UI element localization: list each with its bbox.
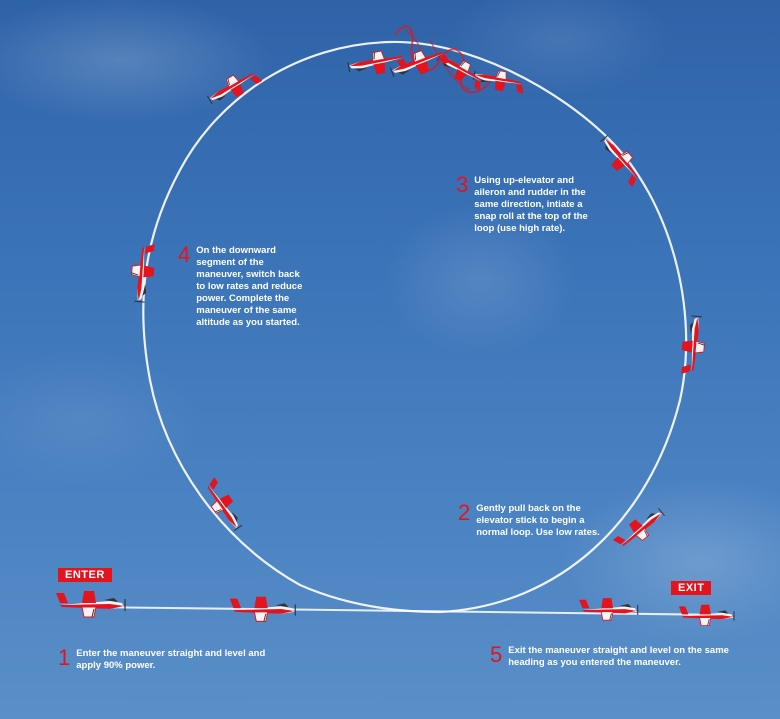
plane-icon: [229, 596, 296, 622]
plane-icon: [679, 314, 708, 377]
step-text: Using up-elevator and aileron and rudder…: [474, 175, 588, 234]
loop-trail: [142, 40, 688, 614]
plane-icon: [388, 42, 452, 84]
step-text: Gently pull back on the elevator stick t…: [476, 503, 600, 538]
step-text: Enter the maneuver straight and level an…: [76, 648, 266, 671]
step-text: Exit the maneuver straight and level on …: [508, 645, 729, 668]
plane-icon: [198, 475, 248, 534]
step-number: 3: [456, 172, 469, 197]
step-number: 1: [58, 645, 71, 670]
step-number: 2: [458, 500, 471, 525]
plane-icon: [346, 46, 410, 80]
plane-icon: [611, 502, 669, 556]
plane-icon: [678, 604, 735, 627]
step-number: 5: [490, 642, 503, 667]
exit-tag: EXIT: [671, 581, 712, 595]
step-1: 1 Enter the maneuver straight and level …: [58, 645, 268, 672]
plane-icon: [578, 597, 639, 621]
step-3: 3 Using up-elevator and aileron and rudd…: [456, 172, 606, 235]
snap-roll-streamer: [394, 25, 493, 94]
step-4: 4 On the downward segment of the maneuve…: [178, 242, 308, 329]
plane-icon: [55, 590, 126, 618]
plane-icon: [204, 63, 264, 111]
plane-icon: [128, 241, 157, 304]
step-text: On the downward segment of the maneuver,…: [196, 245, 303, 328]
step-2: 2 Gently pull back on the elevator stick…: [458, 500, 608, 539]
step-number: 4: [178, 242, 191, 267]
plane-icon: [433, 48, 490, 93]
enter-tag: ENTER: [58, 568, 112, 582]
step-5: 5 Exit the maneuver straight and level o…: [490, 642, 740, 669]
